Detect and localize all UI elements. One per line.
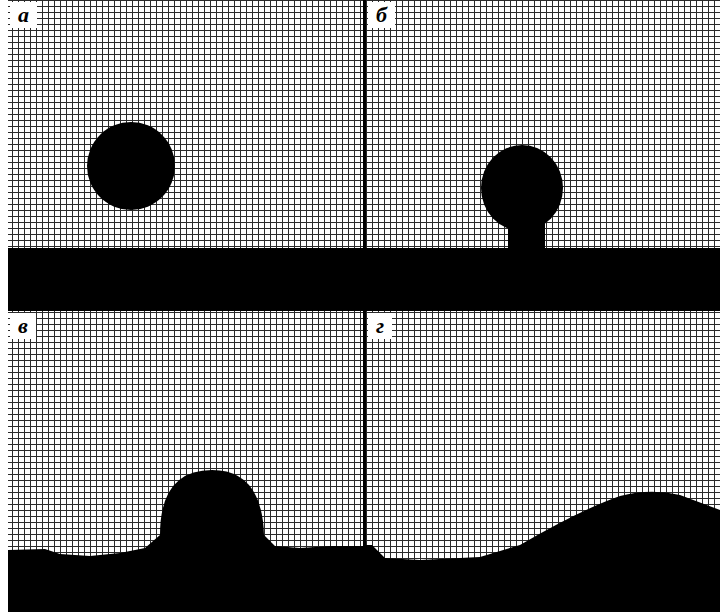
panel-letter: г: [368, 313, 392, 339]
panel-letter: б: [368, 2, 395, 28]
panel-wave: [366, 311, 720, 612]
panel-drop-contact: [366, 0, 720, 308]
panel-drop-above: [8, 0, 363, 308]
panel-letter: а: [10, 2, 37, 28]
panel-divider: [363, 0, 366, 612]
panel-letter: в: [10, 313, 36, 339]
panel-drop-merging: [8, 311, 363, 612]
panel-divider: [8, 308, 720, 311]
